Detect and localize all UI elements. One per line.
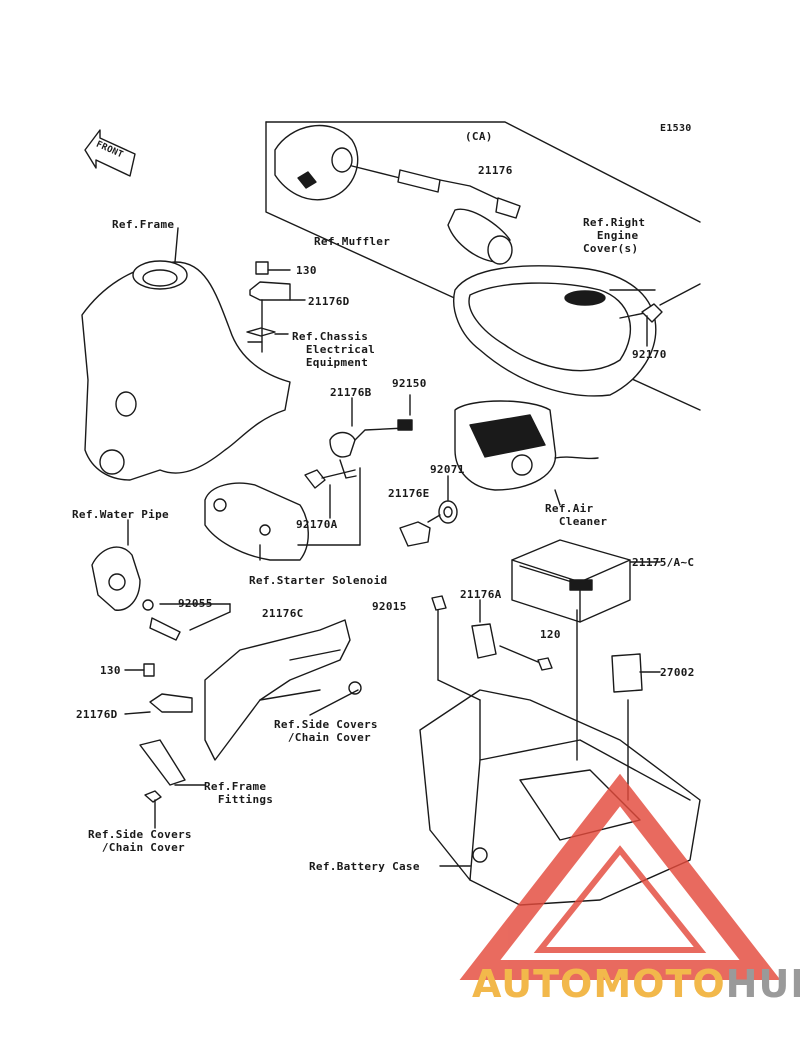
right-engine-cover-drawing: [453, 265, 701, 397]
label-130-top: 130: [296, 264, 317, 277]
diagram-code: E1530: [660, 123, 692, 134]
watermark-triangle-logo: [459, 773, 781, 980]
label-21176D-top: 21176D: [308, 295, 350, 308]
sensor-21176D-bottom: [124, 663, 206, 829]
label-ca: (CA): [465, 130, 493, 143]
label-ref-battery-case: Ref.Battery Case: [309, 860, 420, 873]
front-arrow-icon: [84, 129, 136, 177]
label-ref-side-covers-bottom: Ref.Side Covers /Chain Cover: [88, 828, 192, 854]
label-92170A: 92170A: [296, 518, 338, 531]
label-ref-right-engine-cover: Ref.Right Engine Cover(s): [583, 216, 646, 255]
label-ref-water-pipe: Ref.Water Pipe: [72, 508, 169, 521]
air-cleaner-drawing: [454, 400, 599, 506]
label-21176B: 21176B: [330, 386, 372, 399]
label-ref-air-cleaner: Ref.Air Cleaner: [545, 502, 608, 528]
label-21175: 21175/A~C: [632, 556, 695, 569]
label-ref-frame-fittings: Ref.Frame Fittings: [204, 780, 274, 806]
sensor-21176D-top: [246, 261, 306, 353]
sensor-21176E: [399, 475, 458, 547]
label-ref-chassis-electrical: Ref.Chassis Electrical Equipment: [292, 330, 376, 369]
label-92170-right: 92170: [632, 348, 667, 361]
label-21176D-bottom: 21176D: [76, 708, 118, 721]
frame-drawing: [81, 227, 291, 481]
sensor-21176B: [329, 394, 413, 479]
label-ref-muffler: Ref.Muffler: [314, 235, 391, 248]
side-cover-bracket: [204, 619, 362, 761]
label-ref-side-covers-mid: Ref.Side Covers /Chain Cover: [274, 718, 378, 744]
label-21176E: 21176E: [388, 487, 430, 500]
label-ref-starter-solenoid: Ref.Starter Solenoid: [249, 574, 388, 587]
label-27002: 27002: [660, 666, 695, 679]
label-130-bottom: 130: [100, 664, 121, 677]
muffler-drawing: [274, 124, 521, 265]
water-pipe-drawing: [91, 519, 231, 641]
ecu-21175: [511, 539, 661, 623]
battery-case-drawing: [419, 609, 701, 906]
label-21176-top: 21176: [478, 164, 513, 177]
label-120: 120: [540, 628, 561, 641]
sensor-21176A: [431, 595, 661, 693]
label-92015: 92015: [372, 600, 407, 613]
label-21176C: 21176C: [262, 607, 304, 620]
watermark-part2: HUB: [725, 962, 800, 1006]
label-21176A: 21176A: [460, 588, 502, 601]
label-ref-frame: Ref.Frame: [112, 218, 175, 231]
ca-box-outline: [265, 121, 701, 223]
starter-solenoid-drawing: [204, 467, 361, 561]
label-92150: 92150: [392, 377, 427, 390]
watermark-part1: AUTOMOTO: [472, 962, 726, 1006]
label-92055: 92055: [178, 597, 213, 610]
label-92071: 92071: [430, 463, 465, 476]
watermark-text: AUTOMOTOHUB: [472, 962, 800, 1006]
